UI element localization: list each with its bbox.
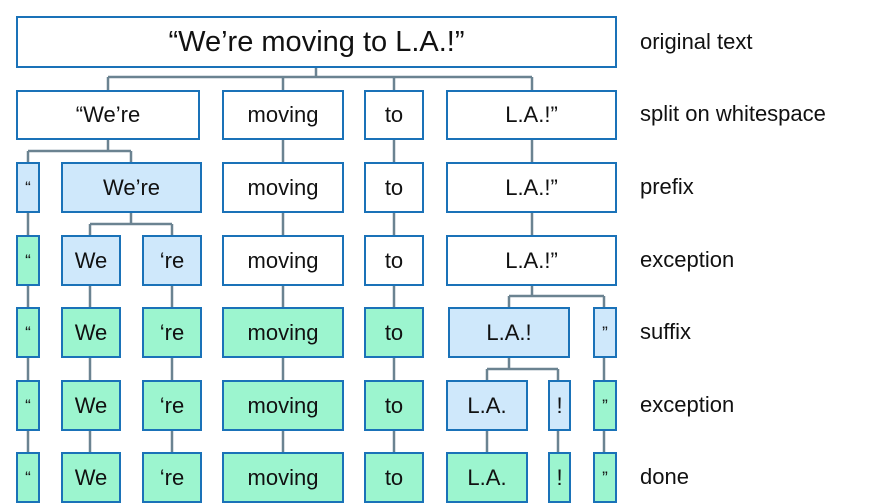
token-text: moving bbox=[247, 464, 319, 490]
connector bbox=[106, 68, 534, 90]
token-box: moving bbox=[222, 235, 344, 286]
token-box: We bbox=[61, 452, 121, 503]
token-box: ” bbox=[593, 452, 617, 503]
token-box: to bbox=[364, 235, 424, 286]
row-label-done: done bbox=[640, 464, 689, 489]
token-text: L.A. bbox=[467, 392, 507, 418]
token-text: moving bbox=[247, 319, 319, 345]
token-text: ‘re bbox=[159, 247, 185, 273]
token-text: ‘re bbox=[159, 319, 185, 345]
token-text: ! bbox=[556, 392, 563, 418]
token-text: “ bbox=[25, 250, 31, 270]
token-text: “ bbox=[25, 395, 31, 415]
row-label-split-on-whitespace: split on whitespace bbox=[640, 101, 826, 126]
row-label-original-text: original text bbox=[640, 29, 753, 54]
token-box: We bbox=[61, 307, 121, 358]
token-text: ! bbox=[556, 464, 563, 490]
token-text: L.A.!” bbox=[505, 247, 558, 273]
token-text: moving bbox=[247, 102, 319, 127]
token-box: to bbox=[364, 162, 424, 213]
connector bbox=[26, 286, 396, 307]
token-text: ” bbox=[602, 467, 608, 487]
row-label-exception: exception bbox=[640, 247, 735, 272]
token-text: “We’re bbox=[75, 102, 141, 127]
token-text: L.A. bbox=[467, 464, 507, 490]
token-box: moving bbox=[222, 90, 344, 140]
token-text: We’re bbox=[102, 174, 161, 200]
token-text: “ bbox=[25, 467, 31, 487]
original-text-box: “We’re moving to L.A.!” bbox=[16, 16, 617, 68]
token-text: to bbox=[384, 247, 404, 273]
token-box: L.A.!” bbox=[446, 90, 617, 140]
token-box: ” bbox=[593, 380, 617, 431]
token-box: ‘re bbox=[142, 235, 202, 286]
token-text: We bbox=[74, 464, 108, 490]
token-text: moving bbox=[247, 174, 319, 200]
token-box: to bbox=[364, 380, 424, 431]
token-text: We bbox=[74, 319, 108, 345]
token-box: moving bbox=[222, 380, 344, 431]
token-text: to bbox=[384, 464, 404, 490]
connector bbox=[281, 140, 534, 162]
token-text: ‘re bbox=[159, 392, 185, 418]
token-text: L.A.!” bbox=[505, 102, 558, 127]
token-text: ‘re bbox=[159, 464, 185, 490]
connector bbox=[26, 140, 133, 162]
token-box: L.A. bbox=[446, 380, 528, 431]
token-text: L.A.! bbox=[486, 319, 532, 345]
token-box: L.A.! bbox=[448, 307, 570, 358]
token-box: to bbox=[364, 452, 424, 503]
token-text: to bbox=[384, 102, 404, 127]
connector bbox=[281, 213, 534, 235]
token-box: ” bbox=[593, 307, 617, 358]
token-text: “ bbox=[25, 322, 31, 342]
token-text: ” bbox=[602, 322, 608, 342]
connector bbox=[26, 358, 606, 380]
row-label-exception: exception bbox=[640, 392, 735, 417]
row-label-suffix: suffix bbox=[640, 319, 691, 344]
token-box: We bbox=[61, 235, 121, 286]
token-text: moving bbox=[247, 392, 319, 418]
token-box: L.A.!” bbox=[446, 235, 617, 286]
token-text: to bbox=[384, 174, 404, 200]
token-box: “ bbox=[16, 380, 40, 431]
row-label-prefix: prefix bbox=[640, 174, 694, 199]
connector bbox=[88, 213, 174, 235]
token-box: ‘re bbox=[142, 452, 202, 503]
token-box: moving bbox=[222, 162, 344, 213]
token-text: L.A.!” bbox=[505, 174, 558, 200]
token-text: We bbox=[74, 247, 108, 273]
token-box: “ bbox=[16, 162, 40, 213]
token-box: “ bbox=[16, 235, 40, 286]
token-box: to bbox=[364, 307, 424, 358]
token-box: L.A.!” bbox=[446, 162, 617, 213]
connector bbox=[485, 358, 560, 380]
token-box: “We’re bbox=[16, 90, 200, 140]
token-box: “ bbox=[16, 307, 40, 358]
token-box: “ bbox=[16, 452, 40, 503]
token-text: to bbox=[384, 392, 404, 418]
token-text: “ bbox=[25, 177, 31, 197]
token-text: We bbox=[74, 392, 108, 418]
token-box: to bbox=[364, 90, 424, 140]
token-box: L.A. bbox=[446, 452, 528, 503]
token-box: moving bbox=[222, 452, 344, 503]
token-box: ‘re bbox=[142, 307, 202, 358]
token-text: ” bbox=[602, 395, 608, 415]
token-text: moving bbox=[247, 247, 319, 273]
original-text: “We’re moving to L.A.!” bbox=[168, 25, 465, 58]
connector bbox=[507, 286, 606, 307]
token-text: to bbox=[384, 319, 404, 345]
token-box: ! bbox=[548, 380, 571, 431]
token-box: ‘re bbox=[142, 380, 202, 431]
connector bbox=[26, 431, 606, 452]
token-box: We’re bbox=[61, 162, 202, 213]
token-box: ! bbox=[548, 452, 571, 503]
token-box: moving bbox=[222, 307, 344, 358]
token-box: We bbox=[61, 380, 121, 431]
